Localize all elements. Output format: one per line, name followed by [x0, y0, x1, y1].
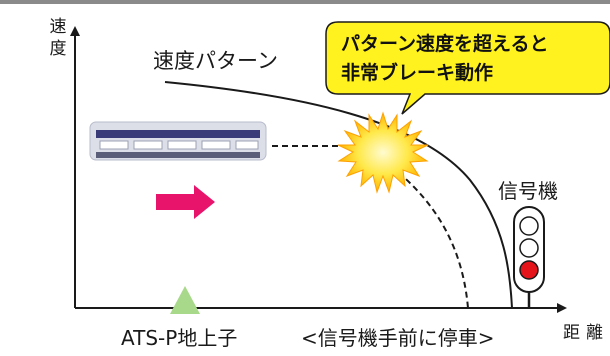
traffic-signal	[513, 206, 545, 308]
top-border	[0, 0, 610, 4]
signal-lamp-red	[519, 260, 539, 280]
direction-arrow-icon	[156, 185, 215, 219]
callout-bubble	[325, 21, 610, 115]
braking-curve	[382, 159, 469, 309]
ats-beacon-icon	[170, 286, 200, 314]
speed-pattern-curve	[164, 81, 513, 309]
signal-lamp-middle	[519, 238, 539, 258]
stop-label: <信号機手前に停車>	[301, 326, 495, 350]
signal-label: 信号機	[498, 179, 558, 203]
brake-burst-icon	[337, 111, 429, 194]
ats-label: ATS-P地上子	[121, 326, 238, 350]
signal-lamp-top	[519, 216, 539, 236]
callout-text: パターン速度を超えると 非常ブレーキ動作	[341, 33, 549, 84]
x-axis-label: 距離	[563, 323, 609, 343]
train-image	[89, 121, 267, 161]
y-axis-label: 速 度	[49, 17, 67, 59]
speed-pattern-label: 速度パターン	[153, 49, 278, 73]
